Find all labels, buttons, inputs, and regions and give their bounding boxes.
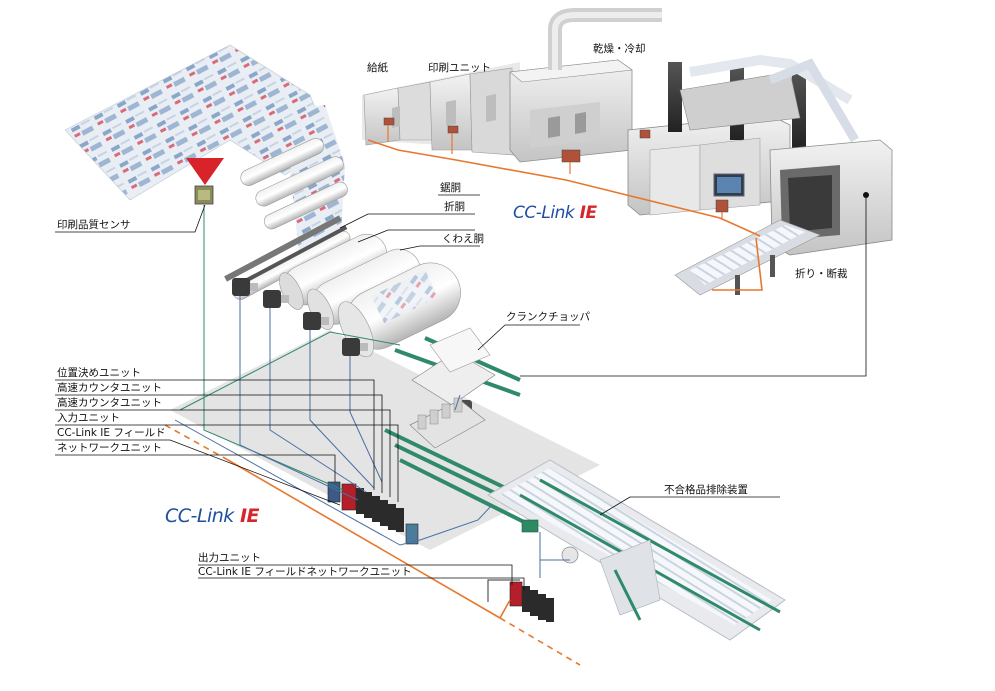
label-print-quality-sensor: 印刷品質センサ — [57, 219, 131, 231]
servo-motor — [303, 312, 329, 330]
label-high-speed-counter-2: 高速カウンタユニット — [57, 397, 162, 409]
plc-main-rack — [327, 481, 419, 545]
label-positioning-unit: 位置決めユニット — [57, 367, 141, 379]
crank-chopper — [409, 327, 496, 449]
leader-lines — [55, 194, 867, 590]
print-quality-sensor — [186, 158, 224, 205]
label-dry-cool: 乾燥・冷却 — [593, 43, 646, 55]
cclink-ie-logo-bottom: CC-Link IE — [165, 505, 260, 527]
reject-device — [487, 459, 786, 641]
label-cclink-field: CC-Link IE フィールド — [57, 427, 166, 439]
label-fold-cylinder: 折胴 — [444, 201, 465, 213]
label-input-unit: 入力ユニット — [57, 412, 120, 424]
label-fold-cut: 折り・断裁 — [795, 268, 848, 280]
label-cclink-field-network-unit: CC-Link IE フィールドネットワークユニット — [198, 566, 412, 578]
label-reject-device: 不合格品排除装置 — [664, 484, 748, 496]
marker-dot — [863, 192, 869, 198]
label-high-speed-counter-1: 高速カウンタユニット — [57, 382, 162, 394]
logo-cc-text: CC-Link — [513, 203, 575, 223]
label-crank-chopper: クランクチョッパ — [506, 311, 590, 323]
signal-wiring — [174, 205, 570, 602]
logo-cc-text: CC-Link — [165, 505, 234, 527]
cclink-ie-network-line — [164, 237, 763, 666]
label-feed: 給紙 — [367, 62, 388, 74]
servo-motor — [342, 338, 368, 356]
label-gripper-cylinder: くわえ胴 — [442, 233, 484, 245]
servo-motor — [232, 278, 258, 296]
label-saw-cylinder: 鋸胴 — [440, 182, 461, 194]
plc-remote-rack — [509, 581, 554, 622]
servo-motor — [263, 290, 289, 308]
label-output-unit: 出力ユニット — [198, 552, 261, 564]
cylinder-assembly — [224, 137, 461, 358]
label-print-unit: 印刷ユニット — [428, 62, 491, 74]
cclink-ie-logo-top: CC-Link IE — [513, 203, 597, 223]
logo-ie-text: IE — [579, 203, 597, 223]
label-network-unit: ネットワークユニット — [57, 442, 162, 454]
logo-ie-text: IE — [239, 505, 260, 527]
printing-press-line — [362, 8, 893, 296]
